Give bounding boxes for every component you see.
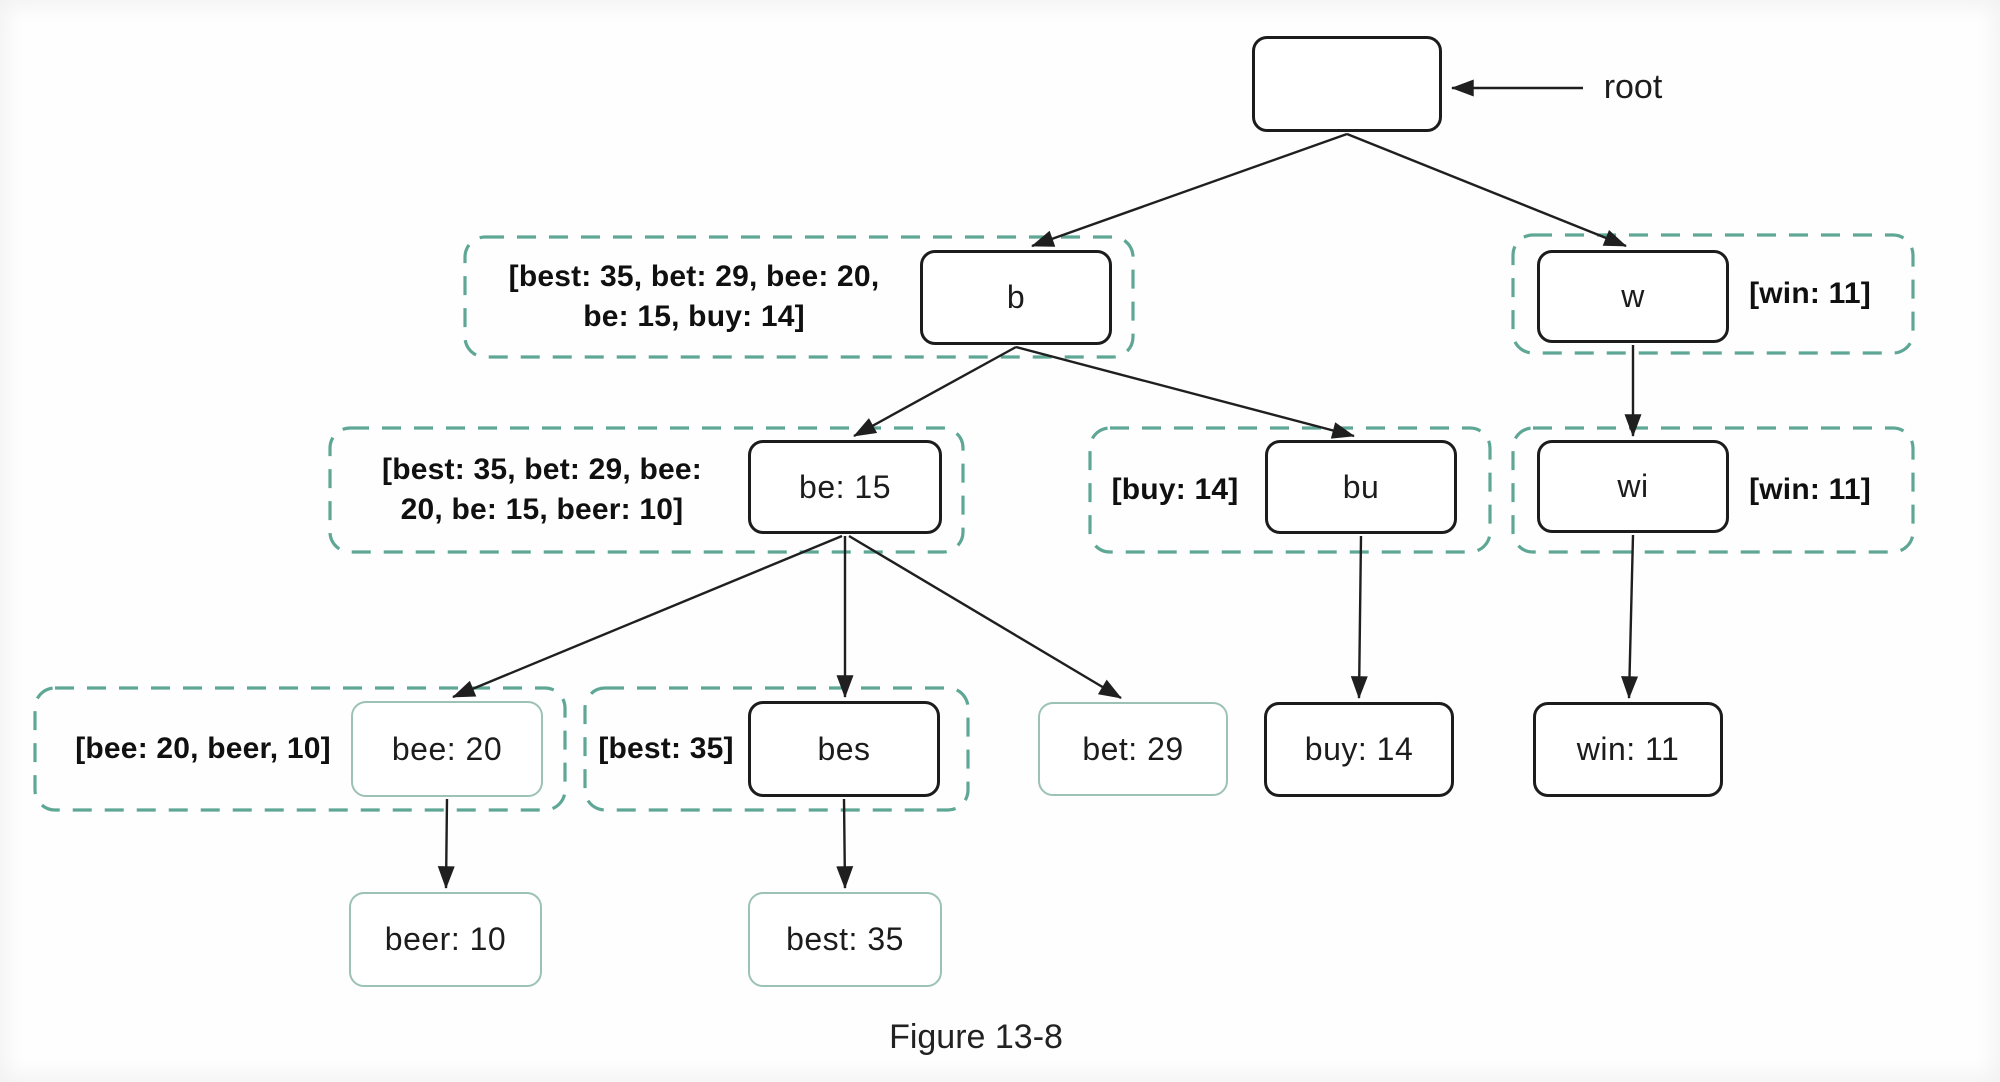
dashed-group-w [1511,233,1915,355]
trie-node-be: be: 15 [748,440,942,534]
annotation-line: [best: 35, bet: 29, bee: 20, [508,260,880,293]
dashed-group-wi [1511,426,1915,554]
edge-wi-win [1621,534,1639,699]
edge-b-bu [1015,345,1355,439]
trie-node-bes: bes [748,701,940,797]
figure-caption: Figure 13-8 [889,1018,1063,1056]
annotation-b-values: [best: 35, bet: 29, bee: 20, be: 15, buy… [468,257,920,337]
dashed-group-bee [33,686,567,812]
trie-node-root [1252,36,1442,132]
annotation-bes-values: [best: 35] [598,732,734,765]
trie-node-bee: bee: 20 [351,701,543,797]
trie-node-best: best: 35 [748,892,942,987]
edge-root-w [1346,132,1627,248]
edge-bee-beer [437,798,455,889]
edge-bes-best [836,798,854,889]
annotation-bu-values: [buy: 14] [1111,473,1239,506]
trie-node-buy: buy: 14 [1264,702,1454,797]
trie-node-bet: bet: 29 [1038,702,1228,796]
trie-node-beer: beer: 10 [349,892,542,987]
trie-node-w: w [1537,250,1729,343]
annotation-line: 20, be: 15, beer: 10] [400,493,684,526]
dashed-group-be [328,426,965,554]
trie-node-bu: bu [1265,440,1457,534]
annotation-be-values: [best: 35, bet: 29, bee: 20, be: 15, bee… [338,450,746,530]
trie-node-b: b [920,250,1112,345]
edge-be-bet [848,534,1122,700]
edge-b-be [853,345,1017,438]
annotation-w-values: [win: 11] [1749,277,1871,310]
annotation-line: [best: 35, bet: 29, bee: [382,453,702,486]
trie-node-win: win: 11 [1533,702,1723,797]
edge-bu-buy [1350,535,1368,699]
trie-node-wi: wi [1537,440,1729,533]
dashed-group-bes [583,686,970,812]
annotation-line: be: 15, buy: 14] [583,300,805,333]
annotation-wi-values: [win: 11] [1749,473,1871,506]
dashed-group-bu [1088,426,1492,554]
annotation-bee-values: [bee: 20, beer, 10] [75,732,331,765]
edge-be-bee [452,534,843,699]
root-pointer-label: root [1603,68,1663,106]
edge-root-b [1031,132,1348,248]
